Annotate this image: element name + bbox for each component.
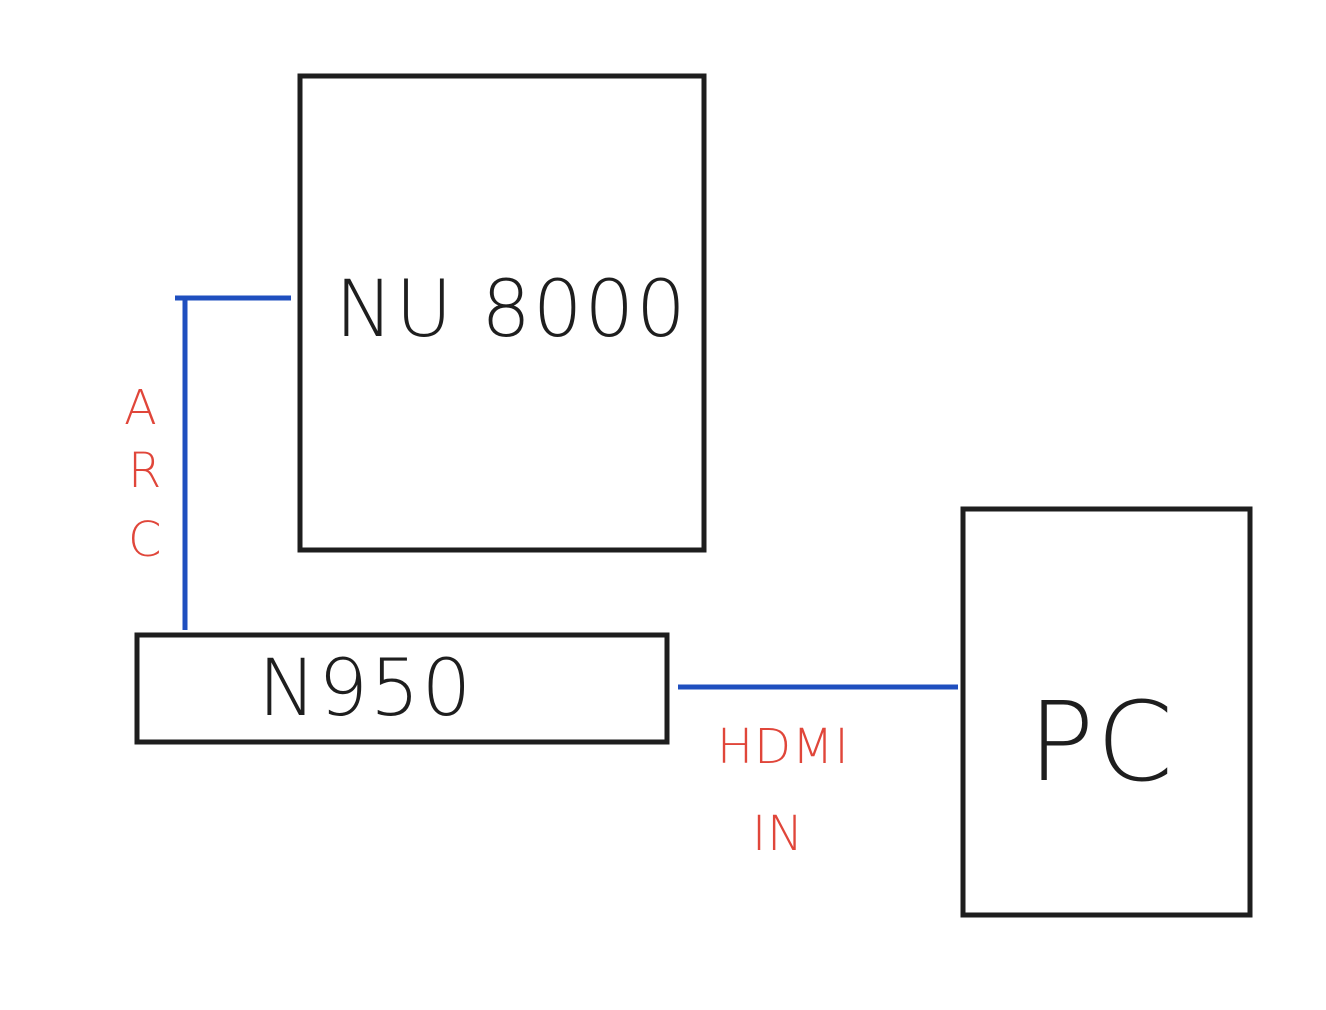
pc-label: PC (1028, 678, 1175, 806)
arc-wire (182, 295, 291, 630)
soundbar-label: N950 (258, 644, 473, 734)
arc-label-letter-r: R (128, 443, 162, 499)
arc-connection: A R C (124, 295, 291, 630)
arc-label-letter-a: A (124, 380, 158, 436)
soundbar-device: N950 (134, 632, 670, 745)
soundbar-box (134, 632, 670, 745)
hdmi-label-line2: IN (752, 806, 804, 862)
hdmi-label-line1: HDMI (717, 719, 850, 775)
pc-box (960, 506, 1253, 918)
arc-label-letter-c: C (128, 512, 163, 568)
tv-device: NU 8000 (297, 73, 707, 553)
tv-box (297, 73, 707, 553)
pc-device: PC (960, 506, 1253, 918)
hdmi-connection: HDMI IN (678, 684, 958, 862)
tv-label: NU 8000 (335, 265, 688, 355)
